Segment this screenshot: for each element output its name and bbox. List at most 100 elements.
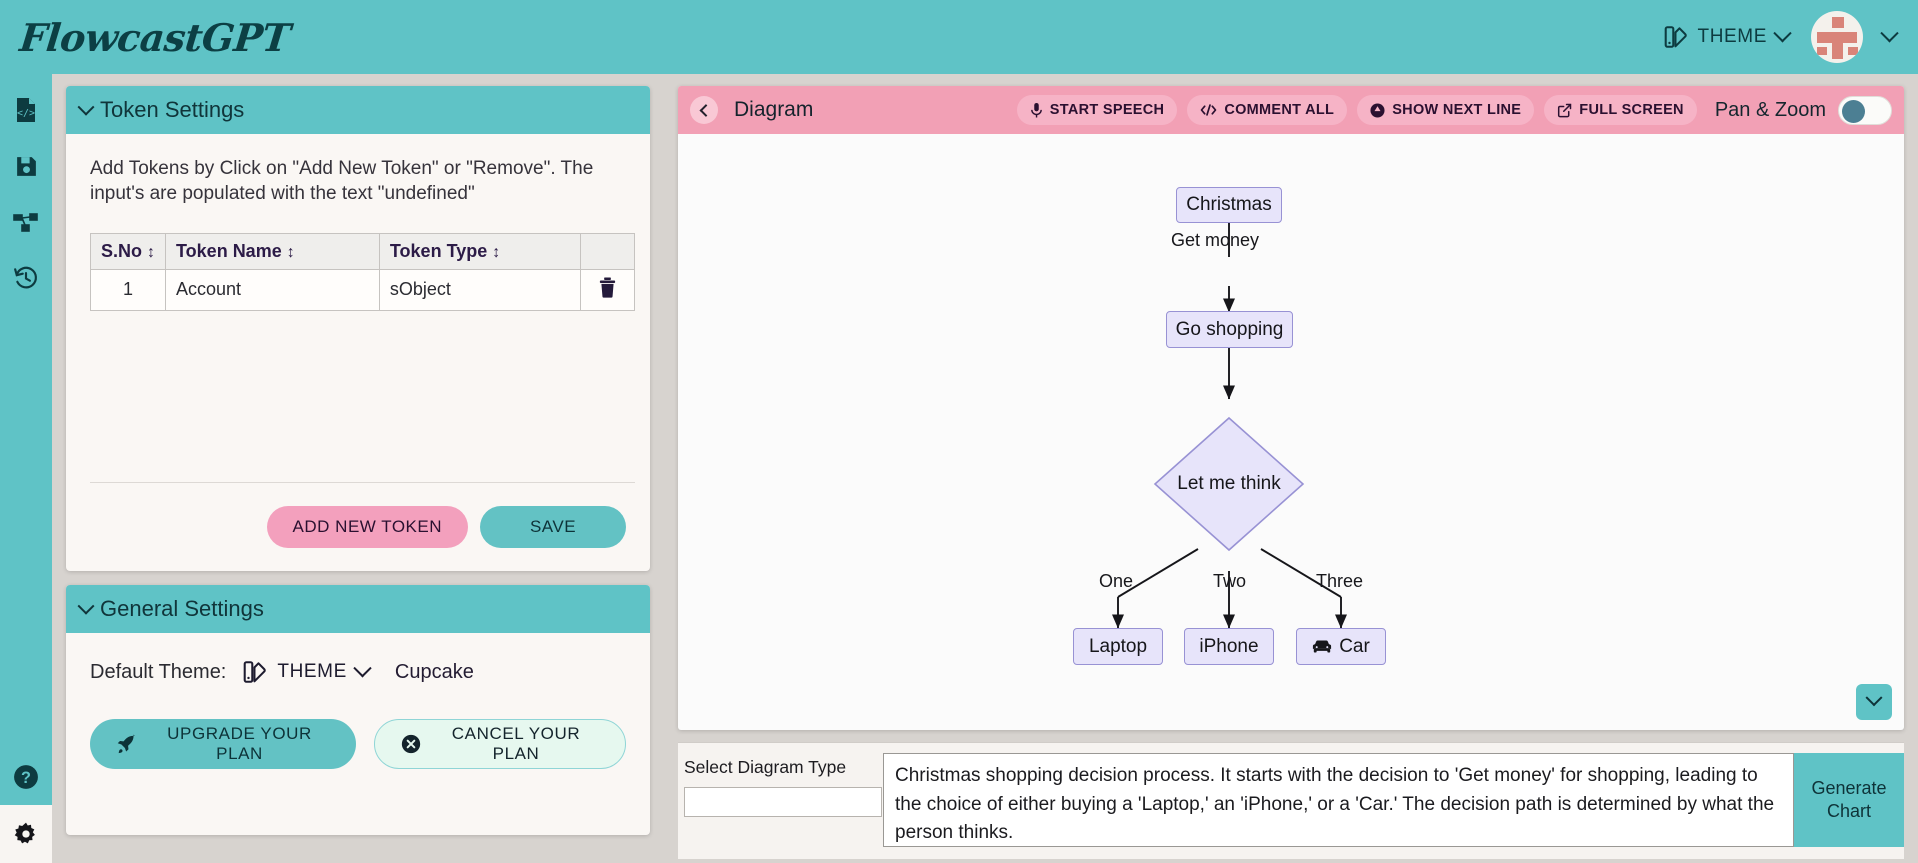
flow-node-iphone[interactable]: iPhone bbox=[1184, 628, 1274, 665]
sidebar-item-diagram[interactable] bbox=[0, 194, 52, 250]
pan-zoom-label: Pan & Zoom bbox=[1714, 98, 1826, 121]
chevron-down-icon[interactable] bbox=[1880, 23, 1899, 42]
upgrade-plan-label: UPGRADE YOUR PLAN bbox=[167, 724, 312, 763]
theme-menu-button[interactable]: THEME bbox=[1663, 23, 1792, 50]
token-settings-body: Add Tokens by Click on "Add New Token" o… bbox=[66, 134, 650, 311]
top-bar-right: THEME bbox=[1663, 11, 1899, 63]
trash-icon[interactable] bbox=[598, 277, 617, 298]
token-settings-description: Add Tokens by Click on "Add New Token" o… bbox=[90, 158, 594, 205]
code-brackets-icon bbox=[1200, 103, 1217, 117]
theme-label: THEME bbox=[1697, 26, 1767, 47]
app-logo[interactable]: FlowcastGPT bbox=[17, 14, 293, 60]
cell-token-name[interactable]: Account bbox=[165, 268, 380, 311]
microphone-icon bbox=[1030, 102, 1043, 118]
pan-zoom-toggle[interactable] bbox=[1838, 95, 1892, 125]
diagram-card: Diagram START SPEECH bbox=[678, 86, 1904, 730]
save-icon bbox=[14, 154, 39, 179]
svg-text:?: ? bbox=[21, 769, 31, 787]
settings-column: Token Settings Add Tokens by Click on "A… bbox=[52, 74, 664, 863]
token-settings-card: Token Settings Add Tokens by Click on "A… bbox=[66, 86, 650, 571]
column-header-sno[interactable]: S.No↕ bbox=[89, 232, 167, 270]
flow-node-christmas[interactable]: Christmas bbox=[1176, 187, 1282, 223]
flow-node-laptop[interactable]: Laptop bbox=[1073, 628, 1163, 665]
sidebar-item-save[interactable] bbox=[0, 138, 52, 194]
diagram-toolbar: Diagram START SPEECH bbox=[678, 86, 1904, 134]
column-header-token-type[interactable]: Token Type↕ bbox=[378, 232, 582, 270]
theme-select-button[interactable]: THEME bbox=[242, 658, 372, 685]
show-next-line-button[interactable]: SHOW NEXT LINE bbox=[1357, 95, 1535, 125]
full-screen-label: FULL SCREEN bbox=[1579, 102, 1684, 118]
toggle-knob bbox=[1842, 99, 1865, 123]
help-icon: ? bbox=[13, 764, 39, 790]
flow-node-label: Car bbox=[1339, 635, 1370, 657]
scroll-down-button[interactable] bbox=[1856, 684, 1892, 720]
flow-node-label: iPhone bbox=[1199, 635, 1259, 657]
column-header-actions bbox=[580, 232, 635, 270]
diagram-type-label: Select Diagram Type bbox=[684, 757, 847, 777]
cell-actions bbox=[580, 268, 635, 311]
save-token-button[interactable]: SAVE bbox=[480, 506, 626, 548]
sidebar-item-settings[interactable] bbox=[0, 805, 52, 863]
gear-icon bbox=[13, 821, 39, 847]
car-icon bbox=[1312, 640, 1332, 654]
token-actions: ADD NEW TOKEN SAVE bbox=[266, 506, 626, 548]
flow-node-label: Christmas bbox=[1186, 194, 1272, 215]
token-settings-header[interactable]: Token Settings bbox=[66, 86, 650, 134]
flow-node-let-me-think[interactable]: Let me think bbox=[1155, 467, 1303, 501]
avatar[interactable] bbox=[1811, 11, 1863, 63]
flow-node-car[interactable]: Car bbox=[1296, 628, 1386, 665]
default-theme-label: Default Theme: bbox=[90, 660, 227, 683]
current-theme-value: Cupcake bbox=[394, 660, 474, 683]
sidebar-item-code[interactable]: </> bbox=[0, 82, 52, 138]
general-settings-body: Default Theme: THEME Cupcake bbox=[66, 633, 650, 769]
rail-bottom-group: ? bbox=[0, 749, 52, 863]
sort-icon: ↕ bbox=[492, 243, 501, 261]
code-file-icon: </> bbox=[14, 97, 38, 123]
sidebar-item-help[interactable]: ? bbox=[0, 749, 52, 805]
back-button[interactable] bbox=[690, 96, 718, 124]
generate-chart-button[interactable]: Generate Chart bbox=[1794, 753, 1904, 847]
sort-icon: ↕ bbox=[286, 243, 295, 261]
general-settings-title: General Settings bbox=[100, 596, 264, 621]
diagram-type-input[interactable] bbox=[684, 787, 882, 817]
full-screen-button[interactable]: FULL SCREEN bbox=[1544, 95, 1697, 125]
play-circle-icon bbox=[1370, 102, 1385, 118]
upgrade-plan-button[interactable]: UPGRADE YOUR PLAN bbox=[90, 719, 357, 769]
start-speech-button[interactable]: START SPEECH bbox=[1016, 95, 1178, 125]
comment-all-button[interactable]: COMMENT ALL bbox=[1187, 95, 1348, 125]
external-link-icon bbox=[1557, 103, 1572, 118]
flow-edge-label-one: One bbox=[1099, 571, 1134, 591]
palette-icon bbox=[242, 659, 268, 685]
sidebar-item-history[interactable] bbox=[0, 250, 52, 306]
rail-top-group: </> bbox=[0, 74, 52, 306]
flow-node-label: Go shopping bbox=[1175, 318, 1284, 340]
column-header-token-name[interactable]: Token Name↕ bbox=[165, 232, 380, 270]
prompt-textarea[interactable] bbox=[883, 753, 1794, 847]
chevron-down-icon bbox=[1773, 23, 1792, 42]
diagram-column: Diagram START SPEECH bbox=[664, 74, 1918, 863]
general-settings-header[interactable]: General Settings bbox=[66, 585, 650, 633]
token-settings-title: Token Settings bbox=[100, 97, 245, 122]
flow-edge-label-three: Three bbox=[1316, 571, 1364, 591]
flow-node-label: Laptop bbox=[1088, 635, 1148, 657]
plan-actions: UPGRADE YOUR PLAN CANCEL YOUR PLAN bbox=[90, 719, 626, 769]
table-header-row: S.No↕ Token Name↕ Token Type↕ bbox=[89, 232, 635, 270]
tokens-table: S.No↕ Token Name↕ Token Type↕ 1 Account … bbox=[89, 232, 635, 311]
flowchart-canvas[interactable]: Christmas Get money Go shopping Let me t… bbox=[678, 134, 1904, 730]
flow-node-go-shopping[interactable]: Go shopping bbox=[1166, 311, 1293, 348]
flowchart-edges bbox=[1111, 222, 1348, 629]
cell-token-type[interactable]: sObject bbox=[378, 268, 582, 311]
cancel-plan-button[interactable]: CANCEL YOUR PLAN bbox=[374, 719, 626, 769]
divider bbox=[90, 482, 635, 483]
palette-icon bbox=[1663, 24, 1689, 50]
table-row: 1 Account sObject bbox=[89, 268, 635, 311]
add-new-token-button[interactable]: ADD NEW TOKEN bbox=[266, 506, 468, 548]
top-bar: FlowcastGPT THEME bbox=[0, 0, 1918, 74]
diagram-type-group: Select Diagram Type bbox=[678, 743, 883, 859]
flow-edge-label-get-money: Get money bbox=[1171, 230, 1260, 250]
cancel-circle-icon bbox=[401, 734, 421, 754]
chevron-down-icon bbox=[77, 597, 95, 615]
chevron-down-icon bbox=[1865, 689, 1883, 707]
comment-all-label: COMMENT ALL bbox=[1224, 102, 1335, 118]
show-next-line-label: SHOW NEXT LINE bbox=[1392, 102, 1522, 118]
